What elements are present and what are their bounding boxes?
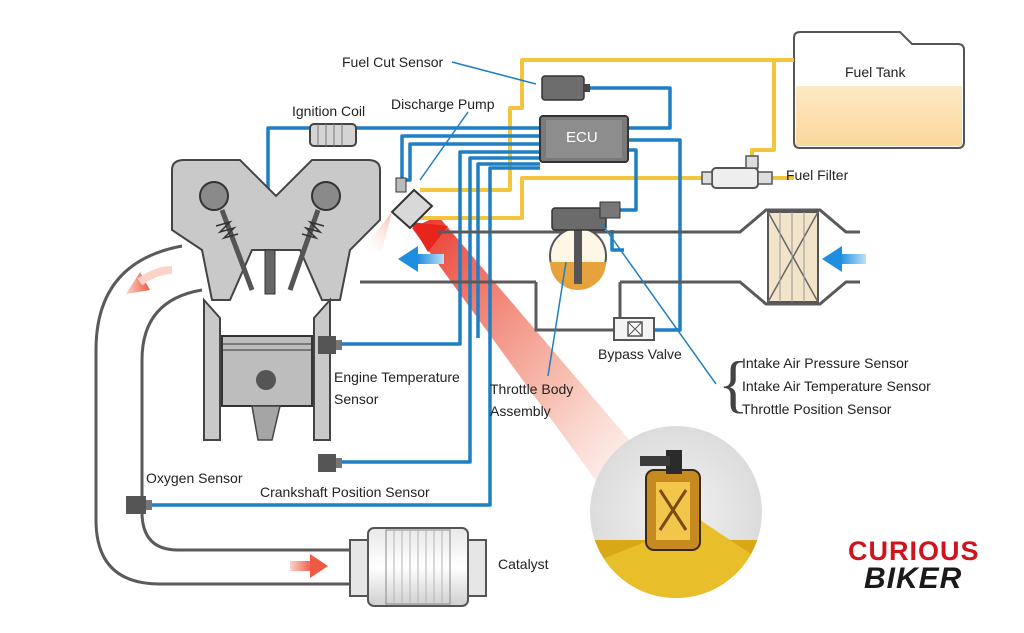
fuel-cut-sensor [541,75,590,101]
ecu-unit [539,115,629,163]
exhaust-flow-arrow-top [126,266,173,294]
label-fuel-cut-sensor: Fuel Cut Sensor [342,54,444,70]
bypass-valve [613,317,655,341]
label-bypass-valve: Bypass Valve [598,346,682,362]
logo-line2: BIKER [864,562,963,595]
label-ecu: ECU [566,129,598,146]
curious-biker-logo: CURIOUS BIKER [830,536,980,596]
throttle-body [549,201,621,290]
runner-airflow-arrow [398,246,444,272]
fuel-tank-fuel [796,86,962,146]
sensor-group-brace: { [718,348,749,419]
logo-line1: CURIOUS [848,536,980,566]
air-filter [767,211,819,303]
oxygen-sensor [126,496,152,514]
intake-airflow-arrow [822,246,866,272]
fuel-filter [701,155,773,189]
label-intake-air-pressure-sensor: Intake Air Pressure Sensor [742,355,909,371]
label-throttle-position-sensor: Throttle Position Sensor [742,401,892,417]
intake-duct [360,208,860,332]
label-catalyst: Catalyst [498,556,549,572]
label-fuel-filter: Fuel Filter [786,167,849,183]
injector [360,177,434,252]
label-ignition-coil: Ignition Coil [292,103,366,119]
label-fuel-tank: Fuel Tank [845,64,906,80]
red-arrow-head [410,222,448,252]
catalyst-unit [349,527,487,607]
label-discharge-pump: Discharge Pump [391,96,495,112]
engine-temperature-sensor [318,336,342,354]
throttle-body-photo [590,426,762,598]
label-throttle-body-assembly: Throttle Body Assembly [490,381,574,419]
engine-head [171,159,381,301]
exhaust-pipe [94,244,350,586]
exhaust-flow-arrow-bottom [290,554,328,578]
ignition-coil [309,123,357,147]
label-intake-air-temperature-sensor: Intake Air Temperature Sensor [742,378,931,394]
signal-wires [144,86,682,507]
label-crankshaft-position-sensor: Crankshaft Position Sensor [260,484,430,500]
engine-cylinder [203,297,331,441]
label-engine-temperature-sensor: Engine Temperature Sensor [334,369,460,407]
label-oxygen-sensor: Oxygen Sensor [146,470,243,486]
highlight-beam [412,216,655,500]
crankshaft-position-sensor [318,454,342,472]
pointer-lines [419,61,717,385]
